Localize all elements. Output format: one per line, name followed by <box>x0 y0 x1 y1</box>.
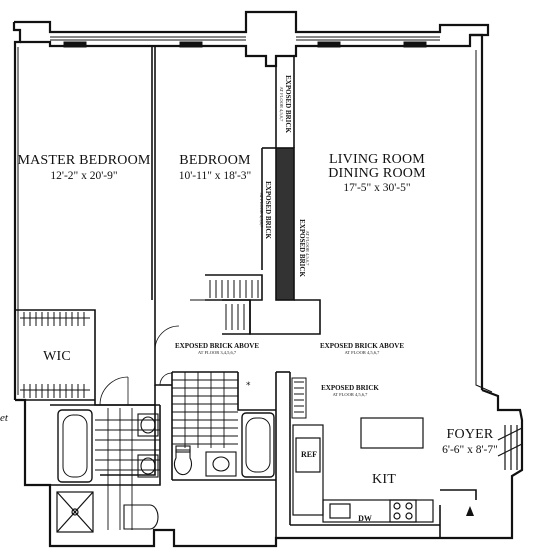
outer-walls <box>12 10 524 548</box>
exposed-brick-vertical-2: EXPOSED BRICK <box>298 219 306 277</box>
exposed-brick-vertical-1: EXPOSED BRICK <box>264 181 272 239</box>
bedroom-name: BEDROOM <box>179 153 251 168</box>
refrigerator-label: REF <box>301 450 317 459</box>
foyer-dims: 6'-6" x 8'-7" <box>442 444 498 456</box>
exposed-brick-note-right-sub: AT FLOOR 4,5,6,7 <box>345 350 381 356</box>
exposed-brick-vertical-3: EXPOSED BRICK <box>284 75 292 133</box>
kitchen-closet <box>291 377 307 419</box>
entry-arrow-icon <box>466 506 474 516</box>
foyer-name: FOYER <box>447 427 494 442</box>
closet-hatching <box>23 280 259 398</box>
exposed-brick-note-left-sub: AT FLOOR 3,4,5,6,7 <box>198 350 237 356</box>
living-room-name: LIVING ROOM <box>329 152 425 167</box>
top-windows <box>50 36 440 48</box>
kitchen-fixtures <box>292 417 434 523</box>
foyer-closet <box>497 425 523 470</box>
asterisk-mark: * <box>246 381 251 391</box>
dining-room-name: DINING ROOM <box>328 166 426 181</box>
bedroom-dims: 10'-11" x 18'-3" <box>179 170 252 182</box>
kitchen-name: KIT <box>372 472 396 487</box>
master-bedroom-name: MASTER BEDROOM <box>17 153 150 168</box>
exposed-brick-vertical-1-sub: AT FLOOR 4,5,6,7 <box>258 193 264 229</box>
exposed-brick-note-lower-sub: AT FLOOR 4,5,6,7 <box>333 392 369 398</box>
bath-tile-grid <box>95 408 160 530</box>
shower <box>56 491 94 533</box>
master-bedroom-dims: 12'-2" x 20'-9" <box>50 170 117 182</box>
exposed-brick-note-left: EXPOSED BRICK ABOVE <box>175 342 259 350</box>
exposed-brick-vertical-2-sub: AT FLOOR 4,5,6,7 <box>304 231 310 267</box>
plumbing-fixtures <box>123 413 237 530</box>
bathtub-right <box>241 412 275 478</box>
hall-tile-grid <box>172 372 238 448</box>
dishwasher-label: DW <box>358 514 372 523</box>
exposed-brick-vertical-3-sub: AT FLOOR 4,5,6,7 <box>278 87 284 123</box>
edge-fragment-text: et <box>0 412 9 424</box>
bathtub-left <box>57 409 93 483</box>
wic-name: WIC <box>43 349 71 364</box>
exposed-brick-note-right: EXPOSED BRICK ABOVE <box>320 342 404 350</box>
exposed-brick-note-lower: EXPOSED BRICK <box>321 384 379 392</box>
living-room-dims: 17'-5" x 30'-5" <box>343 182 410 194</box>
interior-walls <box>15 46 477 546</box>
door-swings <box>99 325 180 406</box>
